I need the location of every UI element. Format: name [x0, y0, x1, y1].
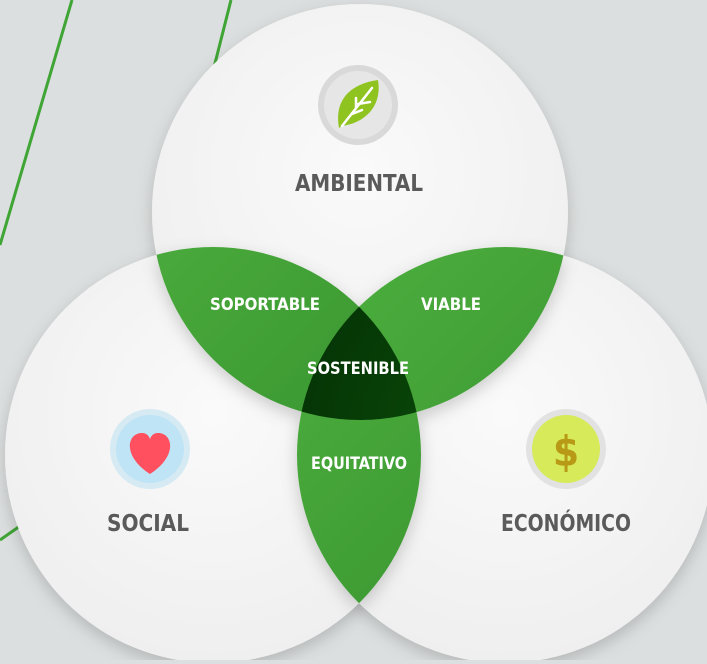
lens-soportable [152, 247, 421, 420]
label-soportable: SOPORTABLE [210, 295, 320, 315]
heart-icon [110, 409, 190, 489]
label-ambiental: AMBIENTAL [295, 171, 423, 197]
svg-text:$: $ [553, 427, 579, 476]
label-sostenible: SOSTENIBLE [307, 359, 409, 379]
leaf-icon [318, 65, 398, 145]
lens-viable [297, 247, 568, 420]
dollar-icon: $ [526, 409, 606, 489]
label-viable: VIABLE [421, 295, 481, 315]
label-equitativo: EQUITATIVO [311, 454, 407, 474]
label-economico: ECONÓMICO [501, 509, 631, 537]
label-social: SOCIAL [107, 511, 189, 537]
